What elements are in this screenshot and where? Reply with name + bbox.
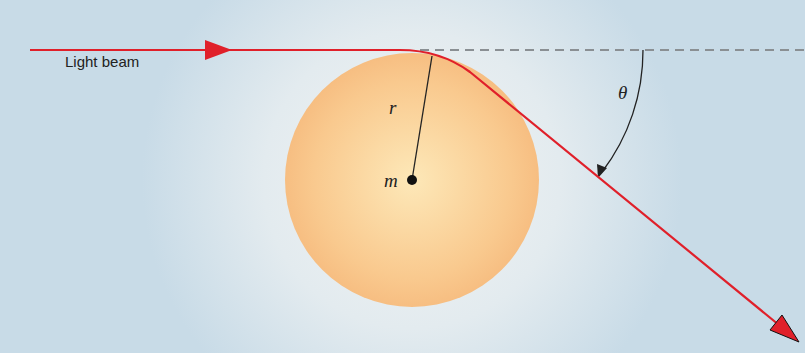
mass-label: m [384, 170, 398, 192]
beam-label: Light beam [65, 53, 139, 70]
mass-sphere: rm [285, 53, 539, 307]
angle-arc [602, 50, 643, 172]
angle-label: θ [618, 82, 627, 104]
angle-arrowhead [597, 164, 607, 178]
radius-line [412, 56, 432, 180]
reference-line [420, 49, 805, 51]
radius-label: r [389, 97, 396, 119]
mass-dot [407, 175, 417, 185]
beam-arrowhead [770, 315, 799, 342]
light-beam [30, 50, 790, 334]
beam-arrowhead [205, 40, 232, 60]
